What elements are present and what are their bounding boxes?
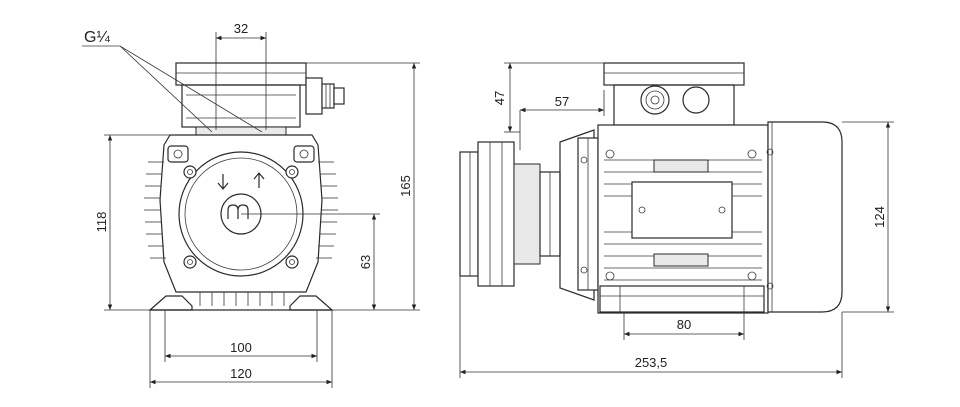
thread-leaders bbox=[82, 45, 263, 133]
dim-124: 124 bbox=[872, 206, 887, 228]
dim-foot-inner: 100 bbox=[164, 310, 318, 362]
pump-head bbox=[459, 141, 561, 287]
dim-80: 80 bbox=[677, 317, 691, 332]
dim-total-height: 165 bbox=[306, 62, 420, 311]
dim-body-height: 124 bbox=[842, 121, 894, 313]
motor-body-side bbox=[597, 121, 843, 314]
dim-motor-height: 118 bbox=[94, 134, 170, 311]
dim-57: 57 bbox=[555, 94, 569, 109]
front-view: G¼ 32 165 118 63 bbox=[82, 21, 420, 388]
dim-mount-width: 80 bbox=[623, 312, 745, 340]
dim-120: 120 bbox=[230, 366, 252, 381]
dim-box-offset-v: 47 bbox=[492, 62, 604, 133]
dim-118: 118 bbox=[94, 212, 109, 233]
terminal-box-front bbox=[175, 62, 307, 136]
dim-253-5: 253,5 bbox=[635, 355, 668, 370]
dim-total-length: 253,5 bbox=[459, 276, 843, 378]
dim-100: 100 bbox=[230, 340, 252, 355]
dim-box-offset-h: 57 bbox=[519, 90, 605, 150]
thread-size-label: G¼ bbox=[84, 29, 110, 46]
bell-housing bbox=[559, 129, 599, 301]
dim-top-width: 32 bbox=[215, 21, 267, 130]
dim-32: 32 bbox=[234, 21, 248, 36]
dim-47: 47 bbox=[492, 91, 507, 105]
cable-gland-front bbox=[305, 77, 345, 115]
motor-feet-front bbox=[148, 295, 334, 311]
terminal-box-side bbox=[603, 62, 745, 134]
motor-housing-front bbox=[144, 134, 338, 306]
dim-shaft-height: 63 bbox=[241, 213, 380, 310]
side-view: 47 57 80 124 253,5 bbox=[459, 62, 894, 378]
dim-63: 63 bbox=[358, 255, 373, 269]
dim-foot-outer: 120 bbox=[149, 310, 333, 388]
dim-165: 165 bbox=[398, 175, 413, 197]
